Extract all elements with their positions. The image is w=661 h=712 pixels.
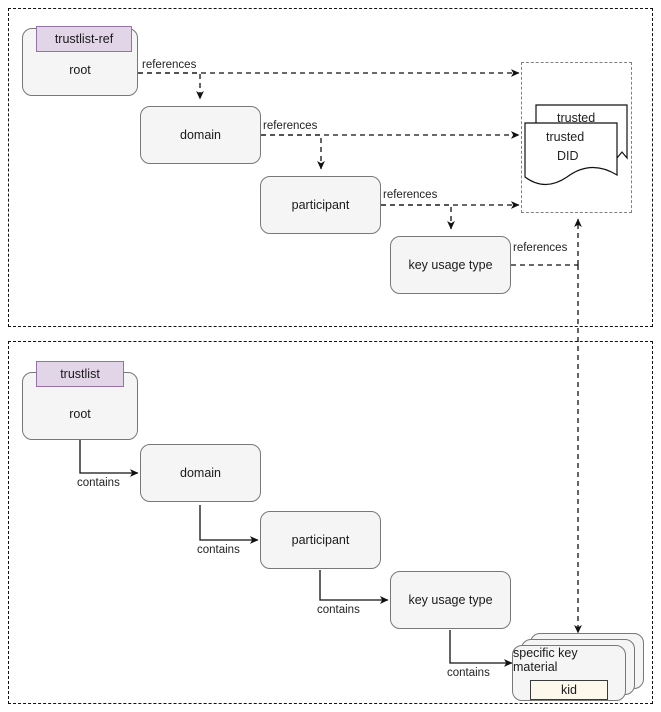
edge-contains-participant-to-keyusage <box>319 570 389 604</box>
node-label-bottom-domain: domain <box>180 466 221 480</box>
document-label-trusted: trusted <box>557 111 596 125</box>
node-label-bottom-participant: participant <box>291 533 350 547</box>
edge-label-participant-contains: contains <box>317 604 360 616</box>
node-label-bottom-key-usage-type: key usage type <box>408 593 493 607</box>
node-bottom-participant[interactable]: participant <box>260 511 381 569</box>
tag-trustlist: trustlist <box>36 361 124 387</box>
node-label-bottom-root: root <box>69 407 91 421</box>
edge-contains-keyusage-to-keymaterial <box>449 630 513 667</box>
node-label-top-domain: domain <box>180 128 221 142</box>
node-top-participant[interactable]: participant <box>260 176 381 234</box>
node-bottom-domain[interactable]: domain <box>140 444 261 502</box>
trusted-did-group <box>521 62 632 213</box>
tag-label-trustlist: trustlist <box>60 367 100 381</box>
node-label-top-participant: participant <box>291 198 350 212</box>
node-label-top-root: root <box>69 63 91 77</box>
edge-label-root-contains: contains <box>77 477 120 489</box>
edge-label-domain-contains: contains <box>197 544 240 556</box>
edge-contains-domain-to-participant <box>199 505 259 544</box>
node-specific-key-material[interactable]: specific key material kid <box>512 645 626 701</box>
edge-label-keyusage-references: references <box>513 242 568 254</box>
edge-label-domain-references: references <box>263 120 318 132</box>
edge-contains-root-to-domain <box>79 440 139 477</box>
edge-label-participant-references: references <box>383 189 438 201</box>
tag-trustlist-ref: trustlist-ref <box>36 26 132 52</box>
badge-kid: kid <box>530 680 608 700</box>
node-label-specific-key-material: specific key material <box>513 646 578 674</box>
edge-ref-keyusage-to-keymaterial <box>511 218 582 634</box>
document-label-trusted-did-line2: DID <box>557 149 579 163</box>
document-label-trusted-did-line1: trusted <box>546 130 585 144</box>
edge-ref-participant-to-keyusage <box>381 204 455 230</box>
node-label-top-key-usage-type: key usage type <box>408 258 493 272</box>
document-trusted-did <box>524 122 618 186</box>
tag-label-trustlist-ref: trustlist-ref <box>54 32 114 46</box>
edge-label-keyusage-contains: contains <box>447 667 490 679</box>
node-bottom-key-usage-type[interactable]: key usage type <box>390 571 511 629</box>
node-top-domain[interactable]: domain <box>140 106 261 164</box>
node-top-key-usage-type[interactable]: key usage type <box>390 236 511 294</box>
edge-label-root-references: references <box>142 59 197 71</box>
trustlist-ref-group <box>8 8 653 327</box>
trustlist-group <box>8 341 653 704</box>
